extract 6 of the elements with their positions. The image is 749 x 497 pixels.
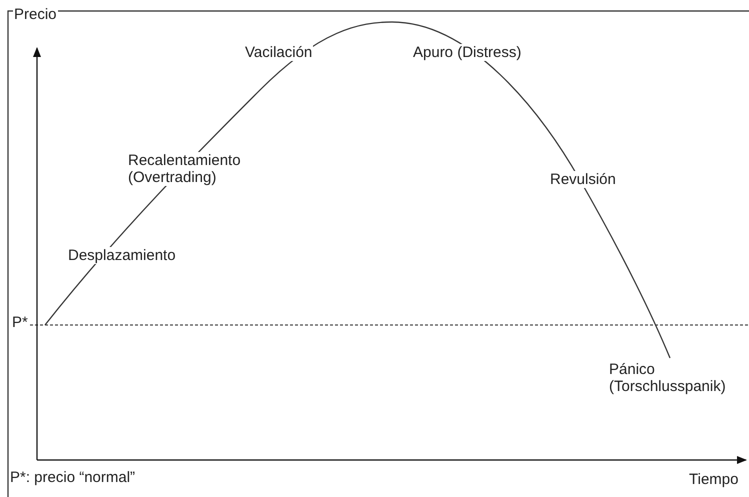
stage-label: Tiempo — [688, 471, 740, 488]
stage-label: Desplazamiento — [67, 247, 177, 264]
stage-label: Apuro (Distress) — [412, 44, 522, 61]
stage-label: P*: precio “normal” — [9, 469, 136, 486]
stage-label: Vacilación — [244, 44, 314, 61]
stage-label: Revulsión — [549, 171, 617, 188]
